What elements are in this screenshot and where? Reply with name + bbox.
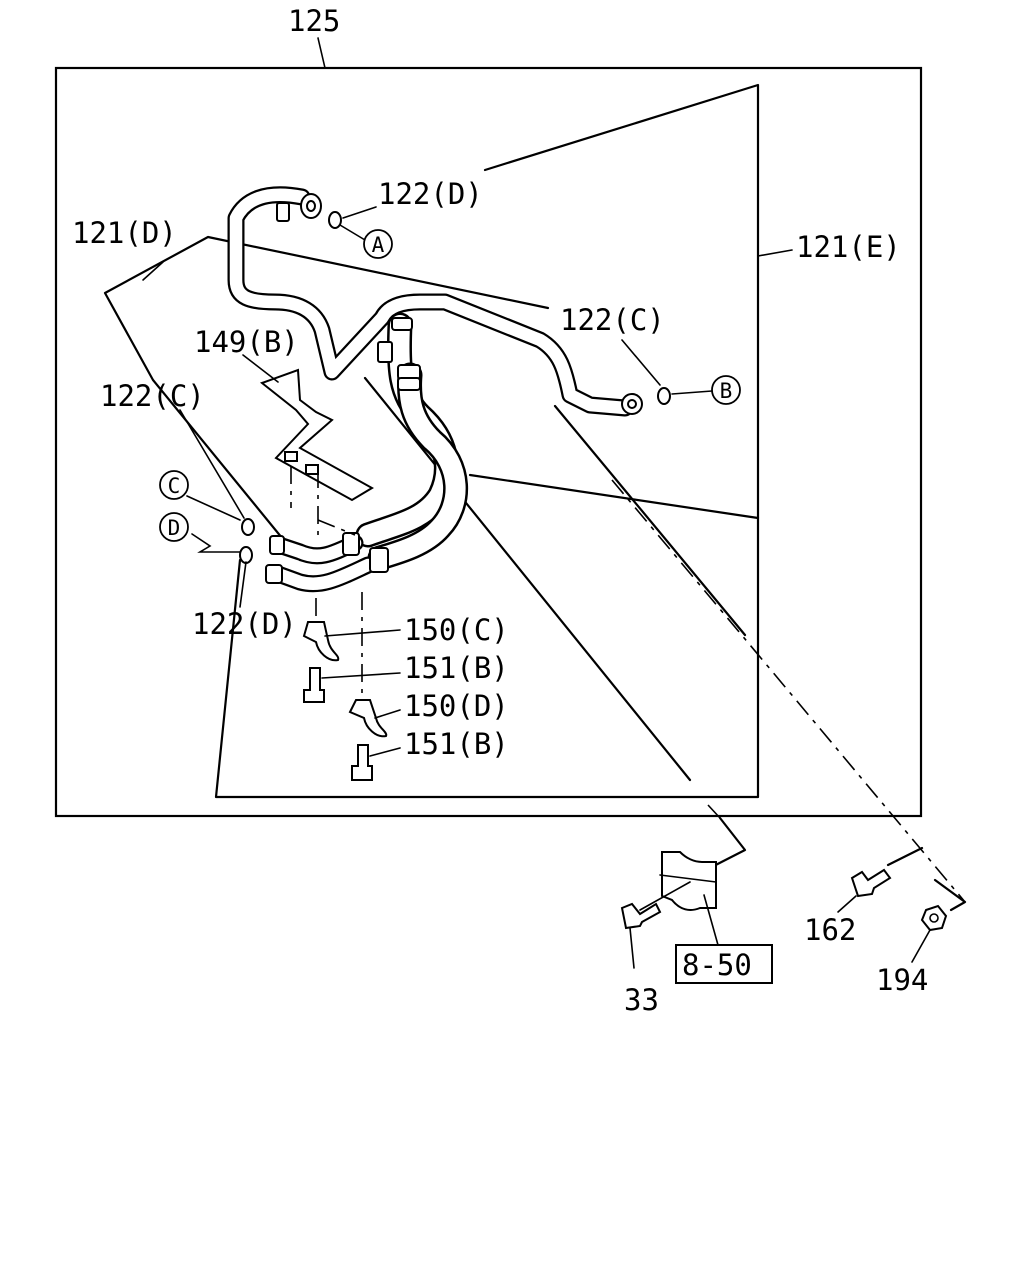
assembly-leader	[317, 37, 326, 69]
assembly-frame	[54, 66, 923, 818]
o-ring-122d-top	[328, 211, 342, 229]
leader-121e	[757, 249, 793, 257]
o-ring-122d-left	[239, 546, 253, 564]
bracket-149b	[259, 368, 374, 502]
top-pipe-inner	[229, 188, 632, 415]
leader-151b-upper	[321, 672, 401, 679]
label-151b-lower: 151(B)	[404, 727, 509, 761]
callout-b: B	[711, 375, 741, 405]
crimp-sleeve	[397, 377, 421, 391]
crimp-sleeve	[369, 547, 389, 573]
callout-a: A	[363, 229, 393, 259]
clamp-150d	[348, 699, 388, 738]
leader-151b-lower	[369, 747, 401, 757]
leader-121d	[142, 261, 164, 281]
lower-pipe-lower-inner	[271, 558, 375, 591]
ref-box-8-50[interactable]	[675, 944, 773, 984]
label-121d: 121(D)	[72, 216, 177, 250]
label-150c: 150(C)	[404, 613, 509, 647]
leader-149b	[242, 354, 279, 383]
dash-right	[611, 479, 966, 903]
pipe-leader-b	[553, 404, 747, 637]
label-150d: 150(D)	[404, 689, 509, 723]
label-33: 33	[624, 983, 659, 1017]
label-125: 125	[288, 4, 340, 38]
crimp-sleeve	[397, 364, 421, 380]
label-194: 194	[876, 963, 928, 997]
callout-a-text: A	[372, 233, 385, 257]
o-ring-122c-right	[657, 387, 671, 405]
leader-122d-top	[342, 206, 377, 219]
bracket-tab	[284, 451, 298, 462]
label-122d-top: 122(D)	[378, 177, 483, 211]
leader-b	[671, 390, 713, 395]
label-122c-right: 122(C)	[560, 303, 665, 337]
o-ring-122c-left	[241, 518, 255, 536]
fitting-right-hole	[627, 399, 637, 409]
bolt-151b-upper	[303, 667, 325, 703]
nut-194-hole	[929, 913, 939, 923]
leader-a	[339, 224, 366, 241]
clamp-150c	[302, 621, 340, 662]
leader-33	[629, 927, 635, 969]
label-ref-8-50: 8-50	[682, 948, 752, 982]
hose-leader-d	[363, 376, 692, 782]
dash-lower	[707, 804, 721, 819]
leader-122c-left	[179, 409, 245, 519]
label-121e: 121(E)	[796, 230, 901, 264]
leader-150c	[324, 629, 401, 637]
leader-194	[933, 878, 967, 912]
leader-122d-left	[239, 561, 247, 608]
clip-leader	[703, 894, 719, 946]
clip-holder	[661, 851, 717, 911]
banjo-fitting-top-hole	[306, 200, 316, 212]
crimp-sleeve	[342, 532, 360, 556]
leader-150d	[374, 709, 401, 719]
callout-d-text: D	[168, 516, 181, 540]
bolt-162	[850, 868, 892, 898]
leader-d	[191, 533, 241, 553]
label-122d-left: 122(D)	[192, 607, 297, 641]
bolt-33-shaft	[639, 881, 691, 911]
bolt-33	[620, 902, 662, 930]
leader-162	[886, 846, 924, 867]
bolt-151b-lower	[351, 744, 373, 781]
label-162: 162	[804, 913, 856, 947]
crimp-sleeve	[391, 317, 413, 331]
label-149b: 149(B)	[194, 325, 299, 359]
leader-c	[186, 495, 241, 521]
callout-c-text: C	[168, 474, 181, 498]
clip-holder-line	[659, 874, 717, 883]
callout-c: C	[159, 470, 189, 500]
leader-194-part	[911, 929, 931, 963]
hose-leader-e	[468, 473, 760, 520]
callout-b-text: B	[720, 379, 733, 403]
align-dash	[317, 519, 356, 536]
flare-nut-lower	[265, 564, 283, 584]
sub-assembly-outline-121d	[103, 235, 550, 562]
label-151b-upper: 151(B)	[404, 651, 509, 685]
label-122c-left: 122(C)	[100, 379, 205, 413]
fitting-bolt-mid	[377, 341, 393, 363]
hose-lower-inner	[370, 365, 466, 568]
callout-d: D	[159, 512, 189, 542]
flare-nut-upper	[269, 535, 285, 555]
banjo-bolt-top	[276, 202, 290, 222]
sub-assembly-outline-121e	[214, 83, 760, 799]
leader-122c-right	[621, 339, 661, 386]
leader-162-part	[837, 895, 857, 913]
bracket-tab	[305, 464, 319, 475]
